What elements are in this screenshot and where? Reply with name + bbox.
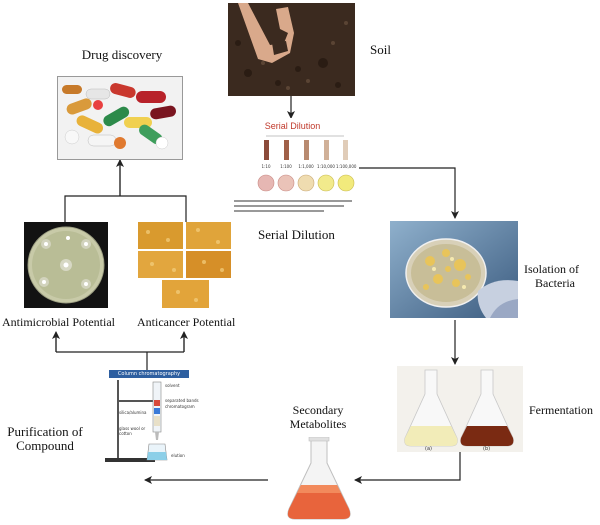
soil-image — [228, 3, 355, 96]
arrow-fermentation-to-metabolites — [354, 452, 461, 484]
label-isolation-line2: Bacteria — [535, 276, 575, 290]
label-antimicrobial: Antimicrobial Potential — [2, 315, 115, 329]
dilution-ratio-1: 1:10 — [261, 164, 271, 169]
column-chromatography-image: Column chromatography solvent separated … — [97, 370, 201, 467]
anticancer-cells-image — [138, 222, 232, 308]
bacteria-plate-image — [390, 221, 518, 318]
column-label-solvent: solvent — [165, 383, 180, 388]
serial-dilution-panel-title: Serial Dilution — [264, 121, 321, 131]
label-fermentation: Fermentation — [529, 403, 593, 417]
label-drug-discovery: Drug discovery — [81, 47, 163, 62]
label-purification-line2: Compound — [16, 438, 74, 453]
metabolite-flask-image — [283, 437, 355, 522]
column-label-bands: separated bands — [165, 398, 199, 403]
label-purification-line1: Purification of — [7, 424, 83, 439]
fermentation-flask-a-label: (a) — [425, 446, 432, 452]
dilution-ratio-3: 1:1,000 — [298, 164, 314, 169]
label-secondary-line2: Metabolites — [289, 417, 347, 431]
column-label-elution: elution — [171, 453, 185, 458]
arrow-purification-to-potentials — [55, 334, 185, 370]
label-isolation: Isolation of Bacteria — [524, 262, 586, 290]
label-isolation-line1: Isolation of — [524, 262, 579, 276]
column-label-glass-wool: glass wool or cotton — [119, 426, 146, 436]
label-secondary-metabolites: Secondary Metabolites — [278, 403, 358, 431]
arrow-potentials-to-drug — [64, 160, 187, 222]
column-panel-title: Column chromatography — [109, 370, 189, 378]
label-purification: Purification of Compound — [0, 425, 90, 453]
column-label-chromatogram: chromatogram — [165, 404, 195, 409]
pills-image — [57, 76, 183, 160]
label-anticancer: Anticancer Potential — [137, 315, 236, 329]
serial-dilution-image: Serial Dilution — [226, 118, 359, 218]
fermentation-flask-b-label: (b) — [483, 446, 491, 452]
dilution-ratio-5: 1:100,000 — [336, 164, 357, 169]
dilution-ratio-4: 1:10,000 — [317, 164, 335, 169]
fermentation-flasks-image: (a) (b) — [397, 366, 523, 452]
label-secondary-line1: Secondary — [292, 403, 344, 417]
column-label-silica: silica/alumina — [119, 410, 147, 415]
antimicrobial-plate-image — [24, 222, 108, 308]
dilution-ratio-2: 1:100 — [280, 164, 292, 169]
label-soil: Soil — [370, 42, 391, 57]
arrow-dilution-to-isolation — [358, 167, 459, 219]
label-serial-dilution: Serial Dilution — [258, 227, 335, 242]
